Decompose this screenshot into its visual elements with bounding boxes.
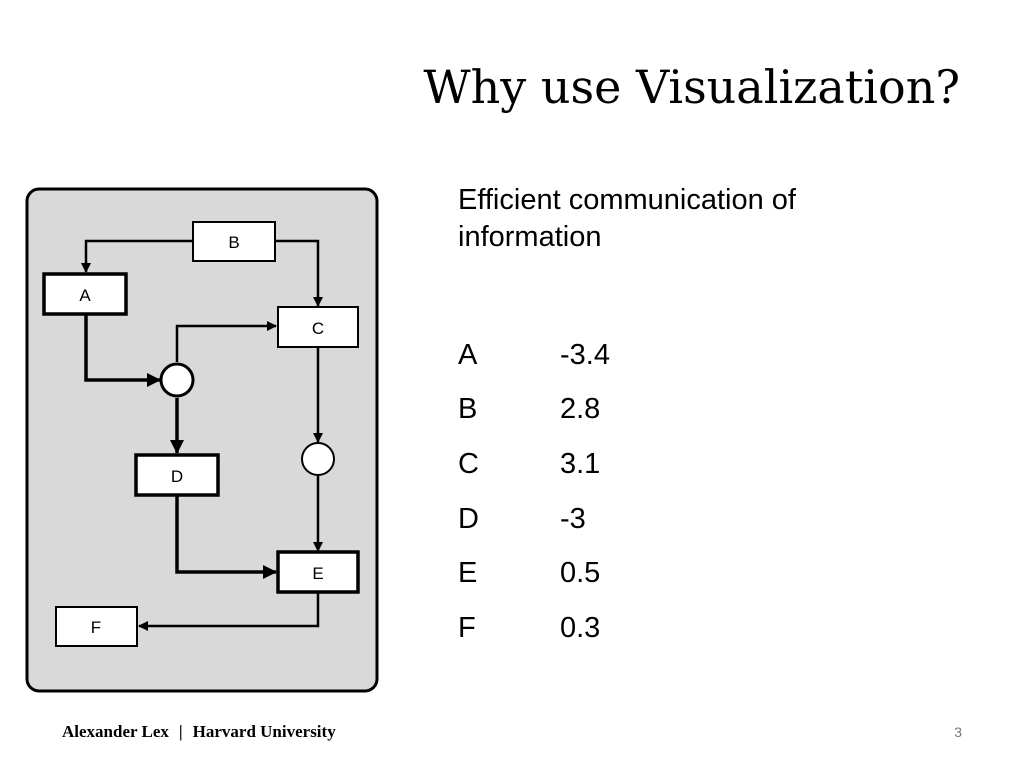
value-row: A -3.4	[458, 328, 610, 383]
node-b: B	[192, 221, 276, 262]
value-key: F	[458, 611, 476, 644]
node-d-label: D	[171, 467, 183, 486]
slide-subtitle: Efficient communication of information	[458, 184, 796, 253]
slide-title: Why use Visualization?	[423, 60, 960, 114]
value-key: B	[458, 393, 478, 426]
value-row: B 2.8	[458, 383, 610, 438]
value-number: 0.5	[560, 557, 601, 590]
value-number: -3	[560, 502, 586, 535]
value-row: C 3.1	[458, 437, 610, 492]
node-a-label: A	[79, 286, 91, 305]
junction-right	[301, 442, 335, 476]
edge-d-to-e	[175, 495, 277, 579]
value-number: 0.3	[560, 611, 601, 644]
node-e: E	[276, 550, 360, 594]
node-a: A	[42, 272, 128, 316]
value-key: A	[458, 338, 478, 371]
edge-junction-to-c	[175, 321, 277, 362]
node-d: D	[134, 453, 220, 497]
value-row: E 0.5	[458, 546, 610, 601]
node-f: F	[55, 606, 138, 647]
values-table: A -3.4 B 2.8 C 3.1 D -3 E 0.5 F 0.3	[458, 328, 610, 656]
node-f-label: F	[91, 618, 101, 637]
value-key: D	[458, 502, 479, 535]
edge-b-to-c	[275, 239, 323, 307]
edge-a-to-junction	[84, 314, 161, 387]
value-number: 2.8	[560, 393, 601, 426]
footer-affiliation: Harvard University	[192, 722, 336, 741]
value-number: -3.4	[560, 338, 610, 371]
flow-diagram: B A C D E F	[25, 187, 379, 693]
footer-author: Alexander Lex	[62, 722, 169, 741]
value-row: F 0.3	[458, 601, 610, 656]
node-c-label: C	[312, 319, 324, 338]
edge-e-to-f	[138, 593, 320, 631]
slide-footer: Alexander Lex | Harvard University	[62, 722, 336, 742]
node-e-label: E	[312, 564, 323, 583]
value-key: C	[458, 447, 479, 480]
value-row: D -3	[458, 492, 610, 547]
edge-b-to-a	[81, 239, 193, 273]
footer-separator: |	[178, 722, 183, 741]
diagram-edges	[81, 239, 323, 631]
junction-left	[159, 362, 195, 398]
node-b-label: B	[228, 233, 239, 252]
value-key: E	[458, 557, 478, 590]
value-number: 3.1	[560, 447, 601, 480]
page-number: 3	[954, 724, 962, 740]
node-c: C	[277, 306, 359, 348]
